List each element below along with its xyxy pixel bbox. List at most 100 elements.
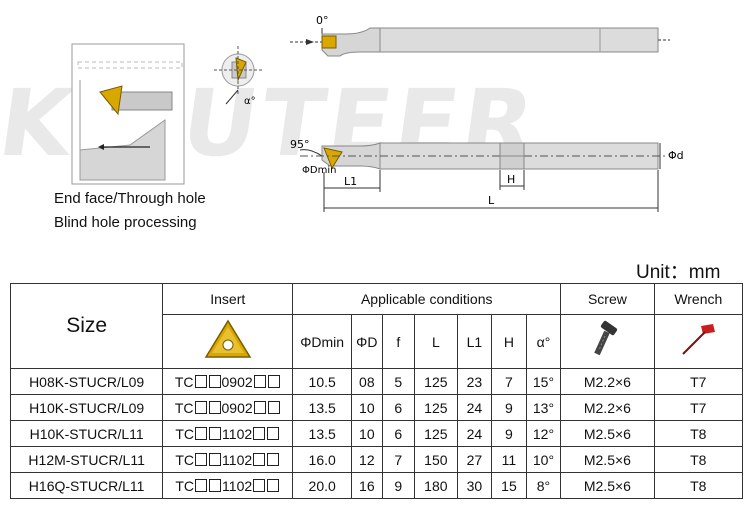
- placeholder-box: [253, 400, 266, 414]
- spec-table: Size Insert Applicable conditions Screw …: [9, 283, 744, 499]
- insert-cell: TC 1102: [162, 446, 294, 473]
- sub-header-l1: L1: [456, 314, 493, 369]
- l1-cell: 23: [456, 368, 493, 395]
- f-cell: 6: [381, 420, 416, 447]
- d-cell: 12: [351, 446, 383, 473]
- alpha-cell: 8°: [525, 472, 562, 499]
- top-angle-label: 0°: [316, 14, 329, 27]
- alpha-cell: 13°: [525, 394, 562, 421]
- machining-illustration: [71, 43, 185, 185]
- phid-label: Φd: [668, 149, 684, 162]
- placeholder-box: [209, 478, 222, 492]
- wrench-image-cell: [653, 314, 744, 369]
- insert-code: 0902: [221, 373, 253, 390]
- insert-code: 1102: [222, 477, 253, 494]
- wrench-cell: T8: [653, 420, 744, 447]
- sub-header-dmin: ΦDmin: [292, 314, 353, 369]
- f-cell: 9: [381, 472, 416, 499]
- placeholder-box: [194, 374, 207, 388]
- l-cell: 125: [414, 394, 458, 421]
- placeholder-box: [253, 478, 266, 492]
- size-header: Size: [9, 283, 164, 369]
- wrench-cell: T7: [653, 368, 744, 395]
- placeholder-box: [208, 374, 221, 388]
- tool-diagram: α° 0° 95° ΦDmin Φd L1 H: [71, 14, 684, 212]
- l1-label: L1: [344, 175, 357, 188]
- dmin-label: ΦDmin: [302, 165, 336, 176]
- l-cell: 125: [414, 368, 458, 395]
- d-cell: 10: [351, 420, 383, 447]
- d-cell: 08: [351, 368, 383, 395]
- caption-blind-hole: Blind hole processing: [54, 214, 197, 231]
- size-cell: H10K-STUCR/L09: [9, 394, 164, 421]
- insert-prefix: TC: [175, 477, 195, 494]
- dmin-cell: 13.5: [292, 420, 353, 447]
- screw-image-cell: [560, 314, 655, 369]
- l-label: L: [488, 194, 495, 207]
- insert-code: 1102: [222, 451, 253, 468]
- insert-cell: TC 1102: [162, 472, 294, 499]
- size-cell: H08K-STUCR/L09: [9, 368, 164, 395]
- caption-end-face: End face/Through hole: [54, 190, 206, 207]
- insert-image-cell: [162, 314, 294, 369]
- h-cell: 9: [491, 420, 527, 447]
- wrench-cell: T8: [653, 472, 744, 499]
- screw-cell: M2.2×6: [560, 394, 655, 421]
- d-cell: 16: [351, 472, 383, 499]
- sub-header-l: L: [414, 314, 458, 369]
- dmin-cell: 13.5: [292, 394, 353, 421]
- screw-cell: M2.5×6: [560, 420, 655, 447]
- placeholder-box: [195, 478, 208, 492]
- screw-cell: M2.5×6: [560, 446, 655, 473]
- h-cell: 7: [491, 368, 527, 395]
- dmin-cell: 10.5: [292, 368, 353, 395]
- alpha-cell: 10°: [525, 446, 562, 473]
- d-cell: 10: [351, 394, 383, 421]
- insert-detail: α°: [214, 46, 262, 107]
- h-cell: 9: [491, 394, 527, 421]
- insert-prefix: TC: [175, 425, 195, 442]
- top-view-bar: 0°: [290, 14, 670, 57]
- placeholder-box: [209, 426, 222, 440]
- l1-cell: 24: [456, 420, 493, 447]
- l1-cell: 27: [456, 446, 493, 473]
- h-cell: 11: [491, 446, 527, 473]
- screw-icon: [594, 320, 618, 356]
- plan-view-bar: 95° ΦDmin Φd L1 H L: [290, 138, 684, 212]
- side-angle-label: 95°: [290, 138, 310, 151]
- placeholder-box: [194, 400, 207, 414]
- placeholder-box: [208, 400, 221, 414]
- h-label: H: [507, 173, 515, 186]
- insert-cell: TC 0902: [162, 368, 294, 395]
- placeholder-box: [195, 452, 208, 466]
- unit-label: Unit：mm: [636, 262, 721, 283]
- l-cell: 150: [414, 446, 458, 473]
- alpha-cell: 15°: [525, 368, 562, 395]
- wrench-header: Wrench: [653, 283, 744, 315]
- size-cell: H12M-STUCR/L11: [9, 446, 164, 473]
- placeholder-box: [253, 452, 266, 466]
- l1-cell: 30: [456, 472, 493, 499]
- conditions-header: Applicable conditions: [292, 283, 562, 315]
- screw-cell: M2.5×6: [560, 472, 655, 499]
- f-cell: 5: [381, 368, 416, 395]
- placeholder-box: [253, 374, 266, 388]
- insert-prefix: TC: [174, 399, 194, 416]
- dmin-cell: 20.0: [292, 472, 353, 499]
- placeholder-box: [253, 426, 266, 440]
- insert-prefix: TC: [174, 373, 194, 390]
- placeholder-box: [209, 452, 222, 466]
- insert-prefix: TC: [175, 451, 195, 468]
- placeholder-box: [267, 374, 280, 388]
- screw-header: Screw: [560, 283, 655, 315]
- l1-cell: 24: [456, 394, 493, 421]
- wrench-cell: T7: [653, 394, 744, 421]
- wrench-cell: T8: [653, 446, 744, 473]
- placeholder-box: [195, 426, 208, 440]
- alpha-cell: 12°: [525, 420, 562, 447]
